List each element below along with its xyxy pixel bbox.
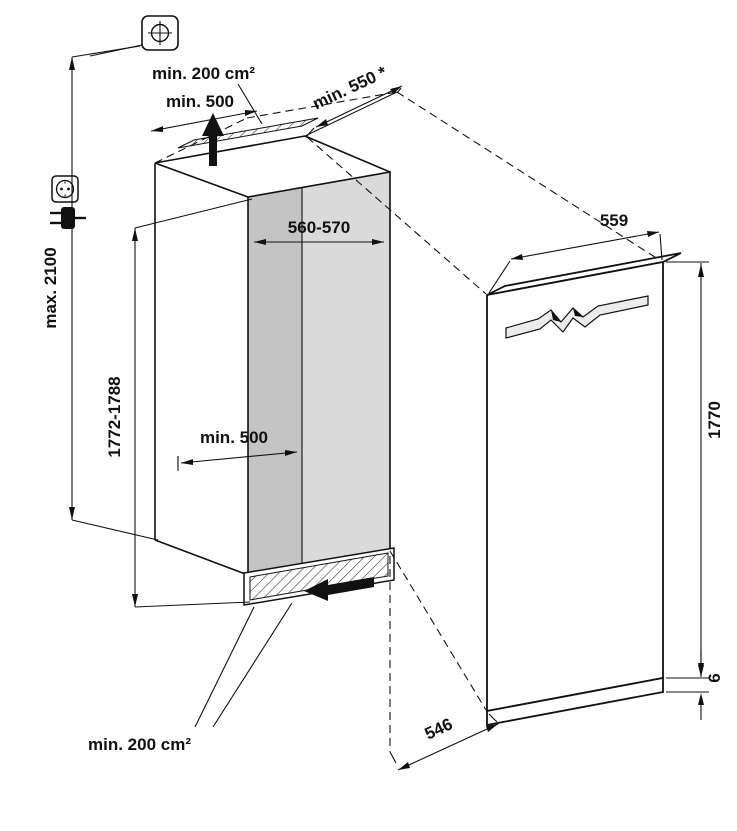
top-face-left-edge [154,117,248,164]
arrowhead [698,665,704,677]
airflow-up-arrow [202,113,224,166]
transfer-line-top-front [306,136,487,295]
bottom-vent-callout: min. 200 cm² [88,602,293,754]
label-appliance-depth: 546 [422,714,456,743]
label-inner-depth-clearance: min. 500 [200,428,268,447]
arrowhead [151,126,163,132]
arrowhead [69,507,75,520]
niche-side-wall [248,187,302,575]
arrowhead [698,693,704,705]
label-niche-height: 1772-1788 [105,376,124,457]
socket-hole-right [67,187,70,191]
top-face-right-edge [304,91,398,137]
arrowhead [486,724,498,732]
top-vent-callout: min. 200 cm² [152,64,263,125]
arrowhead [316,119,328,127]
dim-line [397,723,499,771]
socket-hole-left [60,187,63,191]
dim-bottom-gap: 6 [666,650,724,720]
arrowhead [511,254,523,260]
label-bottom-vent-area: min. 200 cm² [88,735,191,754]
power-socket-icon [51,175,79,203]
grip-recess-shadow [573,308,583,317]
arrowhead [254,239,266,245]
label-appliance-height: 1770 [705,401,724,439]
dim-appliance-height: 1770 [666,261,724,679]
dim-niche-height: 1772-1788 [105,198,253,608]
dim-line [315,85,403,128]
projection-lines [306,91,662,752]
arrowhead [285,450,297,456]
niche-top-reveal-edge [154,162,249,198]
socket-circle [55,179,75,199]
label-top-clearance: min. 500 [166,92,234,111]
transfer-line-bottom [389,550,487,711]
niche-top-right-reveal-edge [304,135,391,173]
arrowhead [698,264,704,277]
arrowhead [69,57,75,70]
plug-body [61,207,75,229]
dim-appliance-depth: 546 [389,713,499,771]
ext-line [71,45,141,58]
arrowhead [390,86,402,94]
ext-line [659,233,663,261]
dim-line [150,110,258,132]
niche-bottom-reveal-edge [154,539,249,576]
dim-max-total-height: max. 2100 [41,45,159,541]
label-top-depth-clearance: min. 550 * [310,62,390,113]
ext-line [389,751,397,764]
leveling-foot-icon [89,15,179,57]
ext-line [71,519,159,541]
label-appliance-width: 559 [600,211,628,230]
bottom-vent-hatch [249,552,389,601]
niche [154,91,398,606]
dim-line [510,231,660,260]
label-max-total-height: max. 2100 [41,247,60,328]
leader-line [237,83,263,125]
label-top-vent-area: min. 200 cm² [152,64,255,83]
leader-line [194,606,255,728]
transfer-line-top-back [396,91,662,262]
ext-line [305,127,315,138]
dim-top-clearance: min. 500 [150,92,258,132]
grip-recess [505,295,649,339]
arrowhead [132,228,138,241]
arrowhead [398,762,410,770]
ext-line [488,713,498,723]
label-niche-width: 560-570 [288,218,350,237]
arrowhead [647,231,659,237]
arrowhead [372,239,384,245]
ext-line [488,260,511,294]
airflow-in-arrow [304,577,374,601]
appliance-base [486,676,664,727]
dim-line [180,451,298,464]
dim-appliance-width: 559 [488,211,663,294]
dim-niche-width: 560-570 [254,218,384,245]
ext-line [396,87,402,94]
niche-top-front-edge [154,135,306,164]
power-plug-icon [50,207,86,229]
ext-line [134,198,253,229]
label-bottom-gap: 6 [705,673,724,682]
dim-inner-depth-clearance: min. 500 [177,428,298,471]
arrowhead [181,459,193,465]
arrowhead [132,594,138,607]
leader-line [212,602,293,728]
appliance [486,252,682,727]
ext-line [134,601,251,608]
grip-recess-shadow [551,310,561,322]
